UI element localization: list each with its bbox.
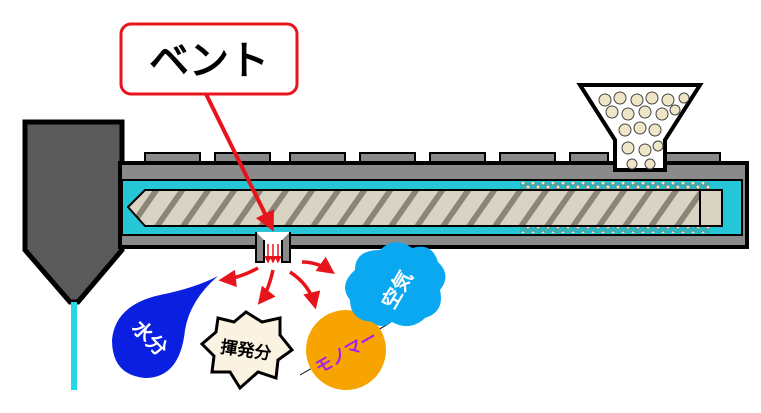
water-drop: 水分 [112,276,218,378]
vent-label: ベント [149,38,269,84]
vent-port [255,232,291,264]
hopper [576,83,704,172]
callout-pointer [204,93,274,232]
air-cloud: 空気 [345,241,446,327]
emission-arrows [218,256,335,310]
barrel [118,161,749,249]
melt-strand [71,302,77,390]
monomer-ball: モノマー [299,310,391,390]
volatiles-burst: 揮発分 [199,310,295,391]
screw [126,189,701,227]
vent-callout: ベント [119,22,299,232]
die-nozzle [22,119,125,390]
